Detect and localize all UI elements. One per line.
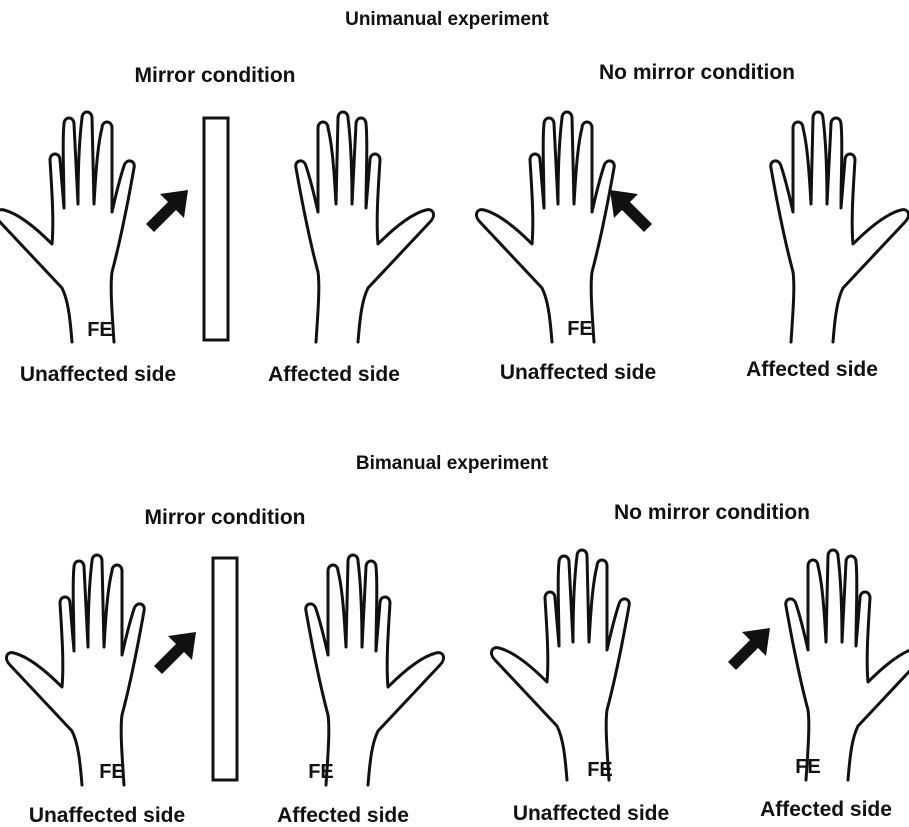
condition-title-uni-no-mirror: No mirror condition xyxy=(599,61,795,84)
arrow-uni-mirror xyxy=(146,190,188,232)
side-label-uni-nomirror-unaffected: Unaffected side xyxy=(500,361,656,384)
hand-uni-nomirror-affected xyxy=(771,112,909,342)
section-title-unimanual: Unimanual experiment xyxy=(345,9,549,30)
condition-title-uni-mirror: Mirror condition xyxy=(135,64,296,87)
hand-uni-mirror-unaffected xyxy=(0,112,134,342)
fe-tag-bi-mirror-affected: FE xyxy=(308,761,334,783)
side-label-bi-nomirror-unaffected: Unaffected side xyxy=(513,802,669,825)
hand-bi-mirror-affected xyxy=(306,555,444,785)
fe-tag-uni-mirror-unaffected: FE xyxy=(87,319,113,341)
hand-uni-mirror-affected xyxy=(296,112,434,342)
fe-tag-bi-mirror-unaffected: FE xyxy=(99,761,125,783)
hand-bi-mirror-unaffected xyxy=(7,555,145,785)
hand-bi-nomirror-affected xyxy=(786,550,909,780)
hand-bi-nomirror-unaffected xyxy=(492,550,630,780)
side-label-uni-nomirror-affected: Affected side xyxy=(746,358,878,381)
side-label-uni-mirror-unaffected: Unaffected side xyxy=(20,363,176,386)
arrow-bi-mirror xyxy=(154,632,196,674)
side-label-uni-mirror-affected: Affected side xyxy=(268,363,400,386)
side-label-bi-nomirror-affected: Affected side xyxy=(760,798,892,821)
hand-uni-nomirror-unaffected xyxy=(477,112,615,342)
condition-title-bi-mirror: Mirror condition xyxy=(145,506,306,529)
fe-tag-bi-nomirror-unaffected: FE xyxy=(587,759,613,781)
section-title-bimanual: Bimanual experiment xyxy=(356,453,549,474)
condition-title-bi-no-mirror: No mirror condition xyxy=(614,501,810,524)
mirror-bar-uni xyxy=(204,118,228,340)
mirror-bar-bi xyxy=(213,558,237,780)
side-label-bi-mirror-affected: Affected side xyxy=(277,804,409,827)
side-label-bi-mirror-unaffected: Unaffected side xyxy=(29,804,185,827)
arrow-bi-nomirror xyxy=(728,628,770,670)
arrow-uni-nomirror xyxy=(610,190,652,232)
fe-tag-bi-nomirror-affected: FE xyxy=(795,756,821,778)
fe-tag-uni-nomirror-unaffected: FE xyxy=(567,318,593,340)
